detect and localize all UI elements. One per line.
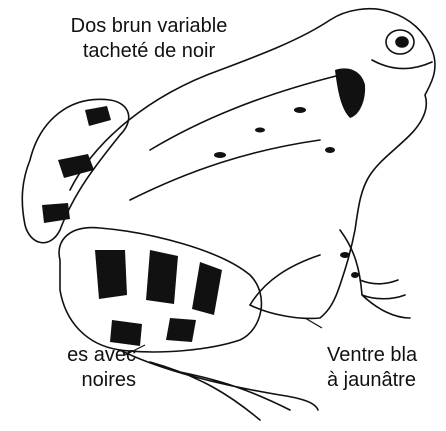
label-legs-line1: es avec [0,343,136,368]
frog-front-leg [340,230,410,318]
label-belly: Ventre bla à jaunâtre [327,343,417,393]
label-belly-line1: Ventre bla [327,343,417,368]
label-back-line1: Dos brun variable [34,14,264,39]
label-belly-line2: à jaunâtre [327,368,417,393]
label-back-line2: tacheté de noir [34,39,264,64]
frog-foot [120,350,318,420]
pointer-belly [305,318,322,328]
label-back: Dos brun variable tacheté de noir [34,14,264,64]
label-legs: es avec noires [0,343,136,393]
label-legs-line2: noires [0,368,136,393]
